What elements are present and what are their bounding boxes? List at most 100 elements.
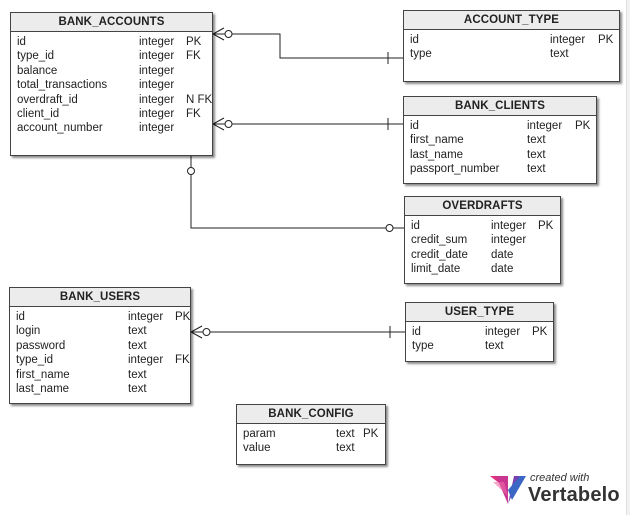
column-key: N FK bbox=[186, 93, 213, 106]
table-row[interactable]: credit_date date bbox=[411, 248, 560, 262]
column-name: client_id bbox=[17, 107, 60, 120]
column-key: FK bbox=[175, 354, 190, 367]
column-type: text bbox=[485, 340, 504, 353]
column-key: PK bbox=[363, 428, 379, 440]
vertabelo-logo: created with Vertabelo bbox=[490, 470, 625, 510]
column-name: last_name bbox=[410, 148, 464, 161]
column-key: FK bbox=[186, 107, 201, 120]
column-type: integer bbox=[491, 220, 527, 232]
column-key: PK bbox=[532, 326, 548, 338]
column-type: text bbox=[336, 442, 355, 455]
table-row[interactable]: id integer PK bbox=[410, 119, 596, 133]
column-name: passport_number bbox=[410, 163, 500, 176]
table-row[interactable]: client_id integer FK bbox=[17, 107, 212, 121]
column-type: text bbox=[128, 339, 147, 352]
column-type: integer bbox=[485, 326, 521, 338]
table-row[interactable]: id integer PK bbox=[412, 325, 553, 339]
relationship-accounts-account-type[interactable] bbox=[212, 27, 403, 64]
column-type: integer bbox=[139, 93, 175, 106]
column-type: integer bbox=[527, 120, 563, 132]
column-type: text bbox=[527, 134, 546, 147]
column-name: account_number bbox=[17, 122, 103, 135]
column-name: id bbox=[412, 326, 421, 338]
relationship-accounts-bank-clients[interactable] bbox=[212, 117, 403, 131]
column-key: PK bbox=[598, 34, 614, 46]
table-title: BANK_CONFIG bbox=[237, 405, 385, 424]
column-name: type bbox=[410, 48, 432, 61]
column-type: integer bbox=[139, 107, 175, 120]
column-key: PK bbox=[175, 311, 191, 323]
column-type: integer bbox=[128, 311, 164, 323]
table-row[interactable]: type text bbox=[410, 47, 619, 61]
column-name: last_name bbox=[16, 382, 70, 395]
column-type: text bbox=[336, 428, 355, 440]
column-name: first_name bbox=[16, 368, 70, 381]
table-row[interactable]: last_name text bbox=[410, 148, 596, 162]
column-type: text bbox=[527, 148, 546, 161]
table-title: OVERDRAFTS bbox=[405, 197, 560, 216]
column-type: integer bbox=[128, 354, 164, 367]
column-type: integer bbox=[550, 34, 586, 46]
column-key: PK bbox=[186, 36, 202, 48]
scrollbar-track[interactable] bbox=[626, 0, 630, 515]
table-row[interactable]: password text bbox=[16, 339, 190, 353]
column-name: password bbox=[16, 339, 66, 352]
column-key: PK bbox=[538, 220, 554, 232]
table-row[interactable]: passport_number text bbox=[410, 162, 596, 176]
column-name: id bbox=[410, 120, 419, 132]
column-type: integer bbox=[491, 234, 527, 247]
column-name: type_id bbox=[17, 50, 55, 63]
column-name: balance bbox=[17, 64, 58, 77]
logo-caption: created with bbox=[530, 472, 590, 484]
vertabelo-logo-icon bbox=[490, 476, 526, 504]
table-row[interactable]: balance integer bbox=[17, 64, 212, 78]
column-type: integer bbox=[139, 64, 175, 77]
relationship-users-user-type[interactable] bbox=[190, 325, 405, 339]
table-row[interactable]: param text PK bbox=[243, 427, 385, 441]
column-type: text bbox=[527, 163, 546, 176]
column-key: PK bbox=[575, 120, 591, 132]
column-name: credit_date bbox=[411, 248, 468, 261]
table-title: USER_TYPE bbox=[406, 303, 553, 322]
column-type: date bbox=[491, 263, 514, 276]
column-type: text bbox=[550, 48, 569, 61]
relationship-accounts-overdrafts[interactable] bbox=[187, 156, 405, 232]
column-type: date bbox=[491, 248, 514, 261]
table-title: BANK_USERS bbox=[10, 288, 190, 307]
column-name: total_transactions bbox=[17, 79, 108, 92]
table-title: ACCOUNT_TYPE bbox=[404, 11, 619, 30]
column-name: param bbox=[243, 428, 276, 440]
column-name: login bbox=[16, 325, 41, 338]
